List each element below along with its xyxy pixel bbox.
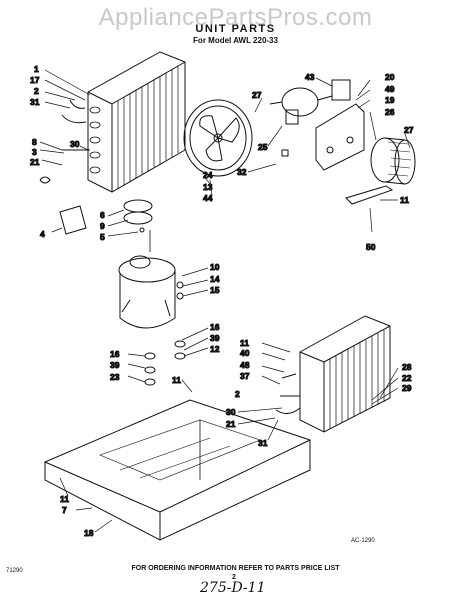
callout-48: 48	[240, 360, 250, 370]
mounting-grommets	[123, 199, 153, 233]
footer-note: FOR ORDERING INFORMATION REFER TO PARTS …	[131, 565, 340, 572]
callout-11-b: 11	[172, 375, 181, 385]
callout-23: 23	[110, 372, 120, 382]
callout-49: 49	[385, 84, 395, 94]
callout-2: 2	[34, 86, 39, 96]
condenser-coil	[39, 51, 186, 193]
callout-25: 25	[258, 142, 268, 152]
callout-39-a: 39	[210, 333, 220, 343]
callout-31-b: 31	[258, 438, 268, 448]
callout-11-c: 11	[240, 338, 249, 348]
callout-40: 40	[240, 348, 250, 358]
callout-17: 17	[30, 75, 40, 85]
callout-6: 6	[100, 210, 105, 220]
callout-31: 31	[30, 97, 40, 107]
callout-7: 7	[62, 505, 67, 515]
callout-5: 5	[100, 232, 105, 242]
leader-lines	[39, 69, 411, 533]
callout-13: 13	[203, 182, 213, 192]
callout-8: 8	[32, 137, 37, 147]
evaporator-coil	[275, 315, 391, 433]
callout-10: 10	[210, 262, 220, 272]
reference-code: AC-1290	[351, 538, 375, 544]
watermark: AppliancePartsPros.com	[98, 4, 373, 31]
blower-wheel	[370, 137, 416, 185]
bracket	[59, 205, 87, 235]
callout-3: 3	[32, 147, 37, 157]
fan-blade	[183, 99, 253, 177]
callout-14: 14	[210, 274, 220, 284]
callout-21: 21	[30, 157, 40, 167]
callout-18: 18	[84, 528, 94, 538]
refrigerant-line	[149, 230, 201, 480]
callout-11-a: 11	[400, 195, 409, 205]
callout-4: 4	[40, 229, 45, 239]
callout-11-d: 11	[60, 494, 69, 504]
callout-16-b: 16	[110, 349, 120, 359]
callout-50: 50	[366, 242, 376, 252]
handwritten-note: 275-D-11	[200, 580, 266, 596]
document-code: 71290	[6, 568, 23, 574]
callout-24: 24	[203, 170, 213, 180]
callout-2-b: 2	[235, 389, 240, 399]
callout-22: 22	[402, 373, 412, 383]
callout-labels: 1 17 2 31 8 3 21 30 4 6 9 5 24 13 44 27 …	[30, 64, 415, 539]
callout-26: 26	[385, 107, 395, 117]
callout-27-a: 27	[252, 90, 262, 100]
callout-27-b: 27	[404, 125, 414, 135]
callout-44: 44	[203, 193, 213, 203]
blower-bracket	[345, 185, 394, 205]
callout-43: 43	[305, 72, 315, 82]
callout-1: 1	[34, 64, 39, 74]
motor-bracket	[315, 103, 365, 171]
callout-9: 9	[100, 221, 105, 231]
callout-15: 15	[210, 285, 220, 295]
compressor	[118, 255, 184, 329]
callout-12: 12	[210, 344, 220, 354]
callout-28: 28	[402, 362, 412, 372]
callout-37: 37	[240, 371, 250, 381]
callout-16-a: 16	[210, 322, 220, 332]
square-part	[331, 79, 351, 101]
callout-30-b: 30	[226, 407, 236, 417]
callout-39-b: 39	[110, 360, 120, 370]
callout-30: 30	[70, 139, 80, 149]
callout-29: 29	[402, 383, 412, 393]
callout-19: 19	[385, 95, 395, 105]
callout-32: 32	[237, 167, 247, 177]
page-number: 2	[232, 574, 236, 581]
base-pan	[44, 399, 311, 541]
diagram-subtitle: For Model AWL 220-33	[193, 36, 278, 45]
diagram-title: UNIT PARTS	[195, 23, 276, 35]
callout-21-b: 21	[226, 419, 236, 429]
fan-motor	[269, 87, 333, 157]
callout-20: 20	[385, 72, 395, 82]
